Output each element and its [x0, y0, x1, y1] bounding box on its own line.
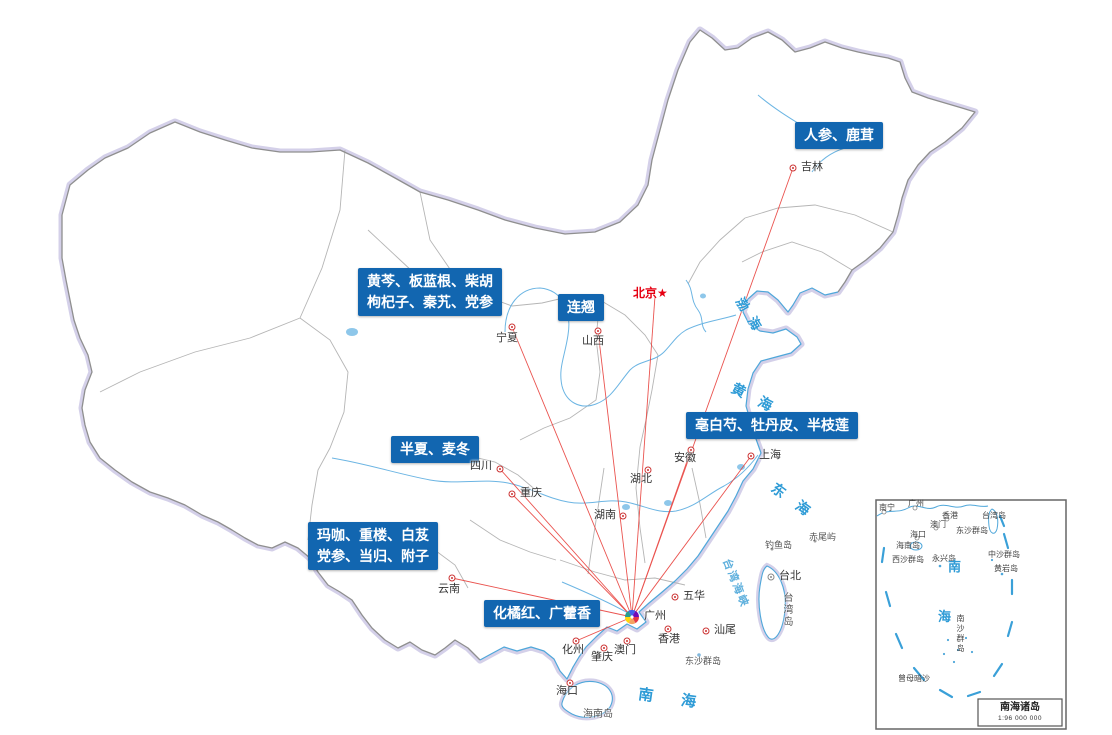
city-label-hongkong: 香港	[658, 633, 680, 645]
city-label-shanwei: 汕尾	[714, 624, 736, 636]
city-label-guangzhou: 广州	[644, 610, 666, 622]
herb-line: 连翘	[567, 299, 595, 315]
city-label-ningxia: 宁夏	[496, 332, 518, 344]
herb-line: 化橘红、广藿香	[493, 605, 591, 621]
inset-label-zhongsha: 中沙群岛	[988, 550, 1020, 559]
city-label-haikou: 海口	[556, 685, 578, 697]
herb-label-yunnan: 玛咖、重楼、白芨 党参、当归、附子	[308, 522, 438, 570]
herb-line: 黄芩、板蓝根、柴胡	[367, 273, 493, 289]
hainan-island	[561, 680, 613, 718]
inset-label-nansha: 南沙群岛	[956, 614, 965, 654]
island-label-dongsha: 东沙群岛	[685, 656, 722, 666]
taiwan-island	[758, 565, 786, 640]
city-label-wuhua: 五华	[683, 590, 705, 602]
city-label-chongqing: 重庆	[520, 487, 542, 499]
inset-label-nanhai-hai: 海	[938, 609, 952, 624]
city-label-taipei: 台北	[779, 570, 801, 582]
inset-taiwan	[988, 508, 999, 534]
inset-label-hongkong: 香港	[942, 511, 958, 520]
route-lines	[451, 167, 794, 642]
city-label-jilin: 吉林	[801, 161, 823, 173]
marker-yunnan	[448, 574, 456, 582]
city-label-anhui: 安徽	[674, 452, 696, 464]
inset-city-markers	[881, 505, 950, 541]
marker-haikou	[566, 679, 574, 687]
inset-title: 南海诸岛	[1000, 702, 1040, 713]
island-label-taiwan: 台湾岛	[781, 592, 792, 628]
marker-anhui	[687, 446, 695, 454]
herb-line: 枸杞子、秦艽、党参	[367, 294, 493, 310]
marker-shanxi	[594, 327, 602, 335]
herb-line: 党参、当归、附子	[317, 548, 429, 564]
inset-label-hainan: 海南岛	[896, 541, 920, 550]
city-markers	[448, 164, 797, 687]
offshore-island-dots	[697, 539, 817, 657]
guangzhou-flower-marker	[624, 609, 640, 625]
inset-scale: 1:96 000 000	[998, 715, 1042, 722]
inset-island-dots	[938, 558, 1004, 664]
capital-label-beijing: 北京★	[633, 286, 668, 300]
marker-taipei	[767, 573, 775, 581]
herb-line: 亳白芍、牡丹皮、半枝莲	[695, 417, 849, 433]
marker-hunan	[619, 512, 627, 520]
inset-title-box	[977, 698, 1063, 727]
inset-label-guangzhou: 广州	[908, 499, 924, 508]
inset-label-zengmu: 曾母暗沙	[898, 674, 930, 683]
island-label-chiwei: 赤尾屿	[809, 532, 837, 542]
city-label-sichuan: 四川	[470, 460, 492, 472]
marker-zhaoqing	[600, 644, 608, 652]
herb-label-guangdong: 化橘红、广藿香	[484, 600, 600, 627]
marker-shanwei	[702, 627, 710, 635]
herb-label-shanxi: 连翘	[558, 294, 604, 321]
inset-label-taiwan: 台湾岛	[982, 511, 1006, 520]
marker-hongkong	[664, 625, 672, 633]
city-label-hunan: 湖南	[594, 509, 616, 521]
inset-hainan	[909, 541, 923, 551]
marker-sichuan	[496, 465, 504, 473]
inset-label-haikou: 海口	[910, 530, 926, 539]
marker-ningxia	[508, 323, 516, 331]
city-label-huazhou: 化州	[562, 644, 584, 656]
marker-hubei	[644, 466, 652, 474]
herb-label-sichuan: 半夏、麦冬	[391, 436, 479, 463]
inset-label-nanning: 南宁	[879, 503, 895, 512]
city-label-macau: 澳门	[614, 644, 636, 656]
city-label-yunnan: 云南	[438, 583, 460, 595]
inset-label-yongxing: 永兴岛	[932, 554, 956, 563]
coastline	[479, 287, 839, 680]
national-border	[61, 29, 976, 661]
inset-label-macau: 澳门	[930, 520, 946, 529]
city-label-zhaoqing: 肇庆	[591, 651, 613, 663]
inset-label-nanhai-nan: 南	[948, 559, 962, 574]
china-landmass	[62, 30, 975, 679]
marker-chongqing	[508, 490, 516, 498]
herb-label-jilin: 人参、鹿茸	[795, 122, 883, 149]
city-label-shanghai: 上海	[759, 449, 781, 461]
herb-line: 人参、鹿茸	[804, 127, 874, 143]
herb-line: 玛咖、重楼、白芨	[317, 527, 429, 543]
inset-map	[875, 499, 1067, 730]
herb-line: 半夏、麦冬	[400, 441, 470, 457]
inset-label-xisha: 西沙群岛	[892, 555, 924, 564]
nine-dash-line	[880, 514, 1014, 699]
marker-huazhou	[572, 637, 580, 645]
island-label-diaoyu: 钓鱼岛	[765, 540, 793, 550]
marker-shanghai	[747, 452, 755, 460]
marker-jilin	[789, 164, 797, 172]
island-label-hainan: 海南岛	[583, 709, 613, 720]
herb-label-anhui: 亳白芍、牡丹皮、半枝莲	[686, 412, 858, 439]
inset-label-dongsha: 东沙群岛	[956, 526, 988, 535]
city-label-shanxi: 山西	[582, 335, 604, 347]
marker-macau	[623, 637, 631, 645]
inset-label-huangyan: 黄岩岛	[994, 564, 1018, 573]
herb-label-ningxia: 黄芩、板蓝根、柴胡 枸杞子、秦艽、党参	[358, 268, 502, 316]
city-label-hubei: 湖北	[630, 473, 652, 485]
marker-wuhua	[671, 593, 679, 601]
